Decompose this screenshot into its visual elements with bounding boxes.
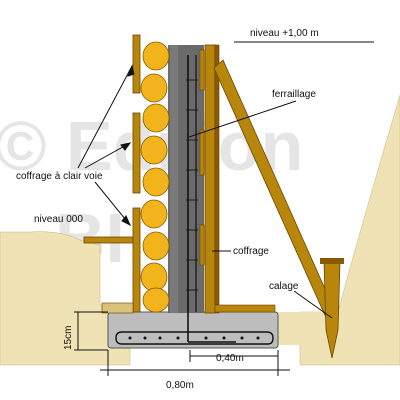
stone-column [140,41,170,313]
label-niveau-000: niveau 000 [34,214,83,225]
label-coffrage: coffrage [233,246,269,257]
label-dim-040: 0,40m [216,353,244,364]
dim-15cm-line [74,311,108,351]
footing-rebar-dots [128,336,260,340]
open-formwork [132,34,141,313]
base-block [101,302,134,314]
sole-plate [214,304,276,313]
leader-ferraillage [188,100,297,138]
right-formwork-panel [204,44,216,314]
wall-concrete-highlight [170,45,178,313]
soil-ground-right [270,312,340,345]
dim-040-line [189,350,278,362]
right-formwork-cleats [199,49,205,266]
label-niveau-top: niveau +1,00 m [250,28,319,39]
right-formwork-stud [214,44,220,314]
dim-080-line [100,350,290,376]
leader-calage [293,290,333,319]
label-ferraillage: ferraillage [272,89,316,100]
formwork-ledge [83,236,134,244]
label-coffrage-claire-voie: coffrage à clair voie [16,171,103,182]
footing-rebar [115,331,274,345]
label-calage: calage [269,281,299,292]
stake-cap [320,258,344,264]
label-dim-15cm: 15cm [63,326,74,350]
label-dim-080: 0,80m [166,380,194,391]
leaders-coffrage-claire-voie [77,64,135,227]
rebar-ties [186,79,198,291]
